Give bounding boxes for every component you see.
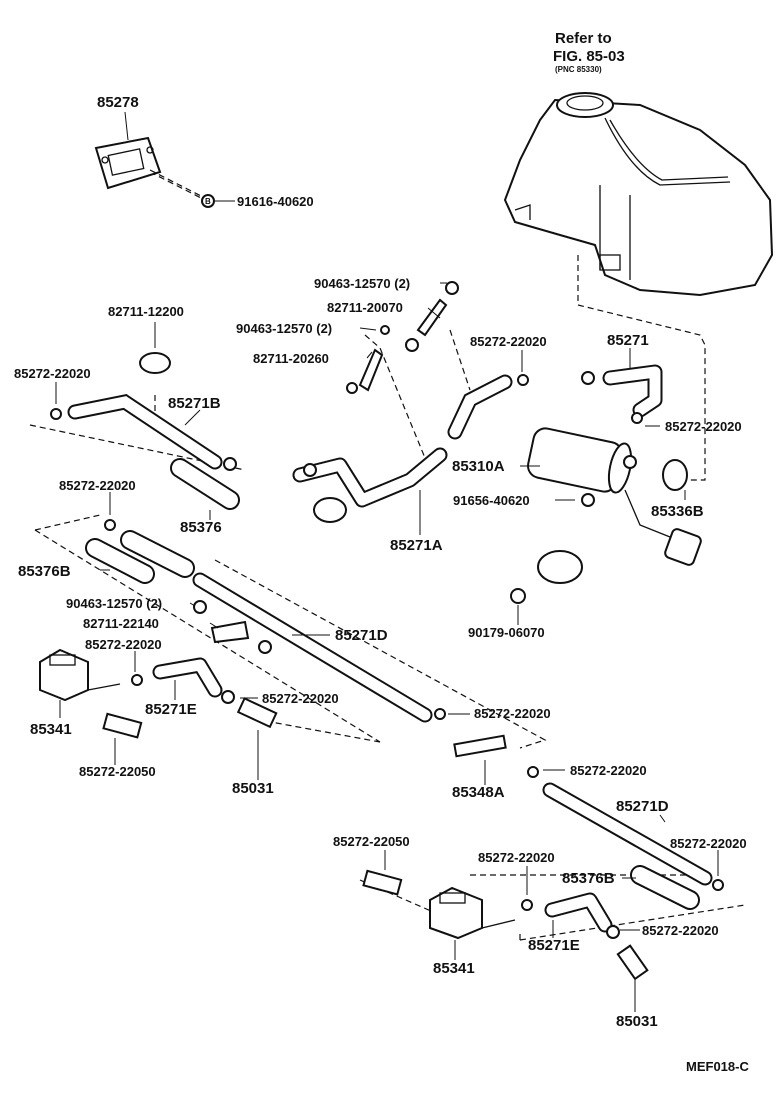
label-85272-b2: 85272-22020 (478, 850, 555, 865)
bolt-mark: B (205, 197, 211, 206)
label-82711-12200: 82711-12200 (108, 304, 184, 319)
label-85348A: 85348A (452, 784, 505, 801)
label-85272-c2: 85272-22020 (474, 706, 551, 721)
label-85336B: 85336B (651, 503, 704, 520)
label-90463-b: 90463-12570 (2) (236, 321, 332, 336)
brackets (139, 298, 583, 644)
washer-tank (503, 92, 774, 297)
label-85272-mid: 85272-22020 (470, 334, 547, 349)
label-91656-40620: 91656-40620 (453, 493, 530, 508)
label-85272-right: 85272-22020 (665, 419, 742, 434)
label-90179-06070: 90179-06070 (468, 625, 545, 640)
refer-line3: (PNC 85330) (555, 65, 602, 74)
fittings (236, 497, 649, 981)
label-85271: 85271 (607, 332, 649, 349)
label-85278: 85278 (97, 94, 139, 111)
reservoir-85341 (39, 648, 121, 702)
clamps (50, 281, 724, 939)
figure-code: MEF018-C (686, 1059, 749, 1074)
label-85272-left2: 85272-22020 (59, 478, 136, 493)
label-82711-20260: 82711-20260 (253, 351, 329, 366)
label-82711-22140: 82711-22140 (83, 616, 159, 631)
label-85272-b3: 85272-22020 (642, 923, 719, 938)
part-85278 (94, 136, 206, 199)
refer-line2: FIG. 85-03 (553, 48, 625, 65)
label-82711-20070: 82711-20070 (327, 300, 403, 315)
bolt-b-icon (201, 194, 215, 208)
bolt-b-icon-2 (581, 493, 595, 507)
label-85271E-2: 85271E (528, 937, 580, 954)
label-85271D: 85271D (335, 627, 388, 644)
label-85376B-2: 85376B (562, 870, 615, 887)
label-85031: 85031 (232, 780, 274, 797)
label-85341: 85341 (30, 721, 72, 738)
label-85376: 85376 (180, 519, 222, 536)
reservoir-85341-b (429, 886, 516, 940)
label-85271B: 85271B (168, 395, 221, 412)
label-85271D-2: 85271D (616, 798, 669, 815)
label-85272-c3: 85272-22020 (570, 763, 647, 778)
label-85272-22050-2: 85272-22050 (333, 834, 410, 849)
label-90463-a: 90463-12570 (2) (314, 276, 410, 291)
label-85376B: 85376B (18, 563, 71, 580)
label-91616-40620: 91616-40620 (237, 194, 314, 209)
label-90463-c: 90463-12570 (2) (66, 596, 162, 611)
leader-lines (55, 111, 719, 1012)
label-85272-c1: 85272-22020 (262, 691, 339, 706)
label-85310A: 85310A (452, 458, 505, 475)
hoses (67, 364, 713, 933)
label-85031-2: 85031 (616, 1013, 658, 1030)
pump-85310A (527, 427, 702, 566)
label-85271E: 85271E (145, 701, 197, 718)
label-85341-2: 85341 (433, 960, 475, 977)
label-85272-b1: 85272-22020 (670, 836, 747, 851)
label-85272-22050: 85272-22050 (79, 764, 156, 779)
label-85272-top-left: 85272-22020 (14, 366, 91, 381)
label-85272-left3: 85272-22020 (85, 637, 162, 652)
clip-85272-22050 (102, 712, 403, 896)
refer-line1: Refer to (555, 30, 612, 47)
label-85271A: 85271A (390, 537, 443, 554)
